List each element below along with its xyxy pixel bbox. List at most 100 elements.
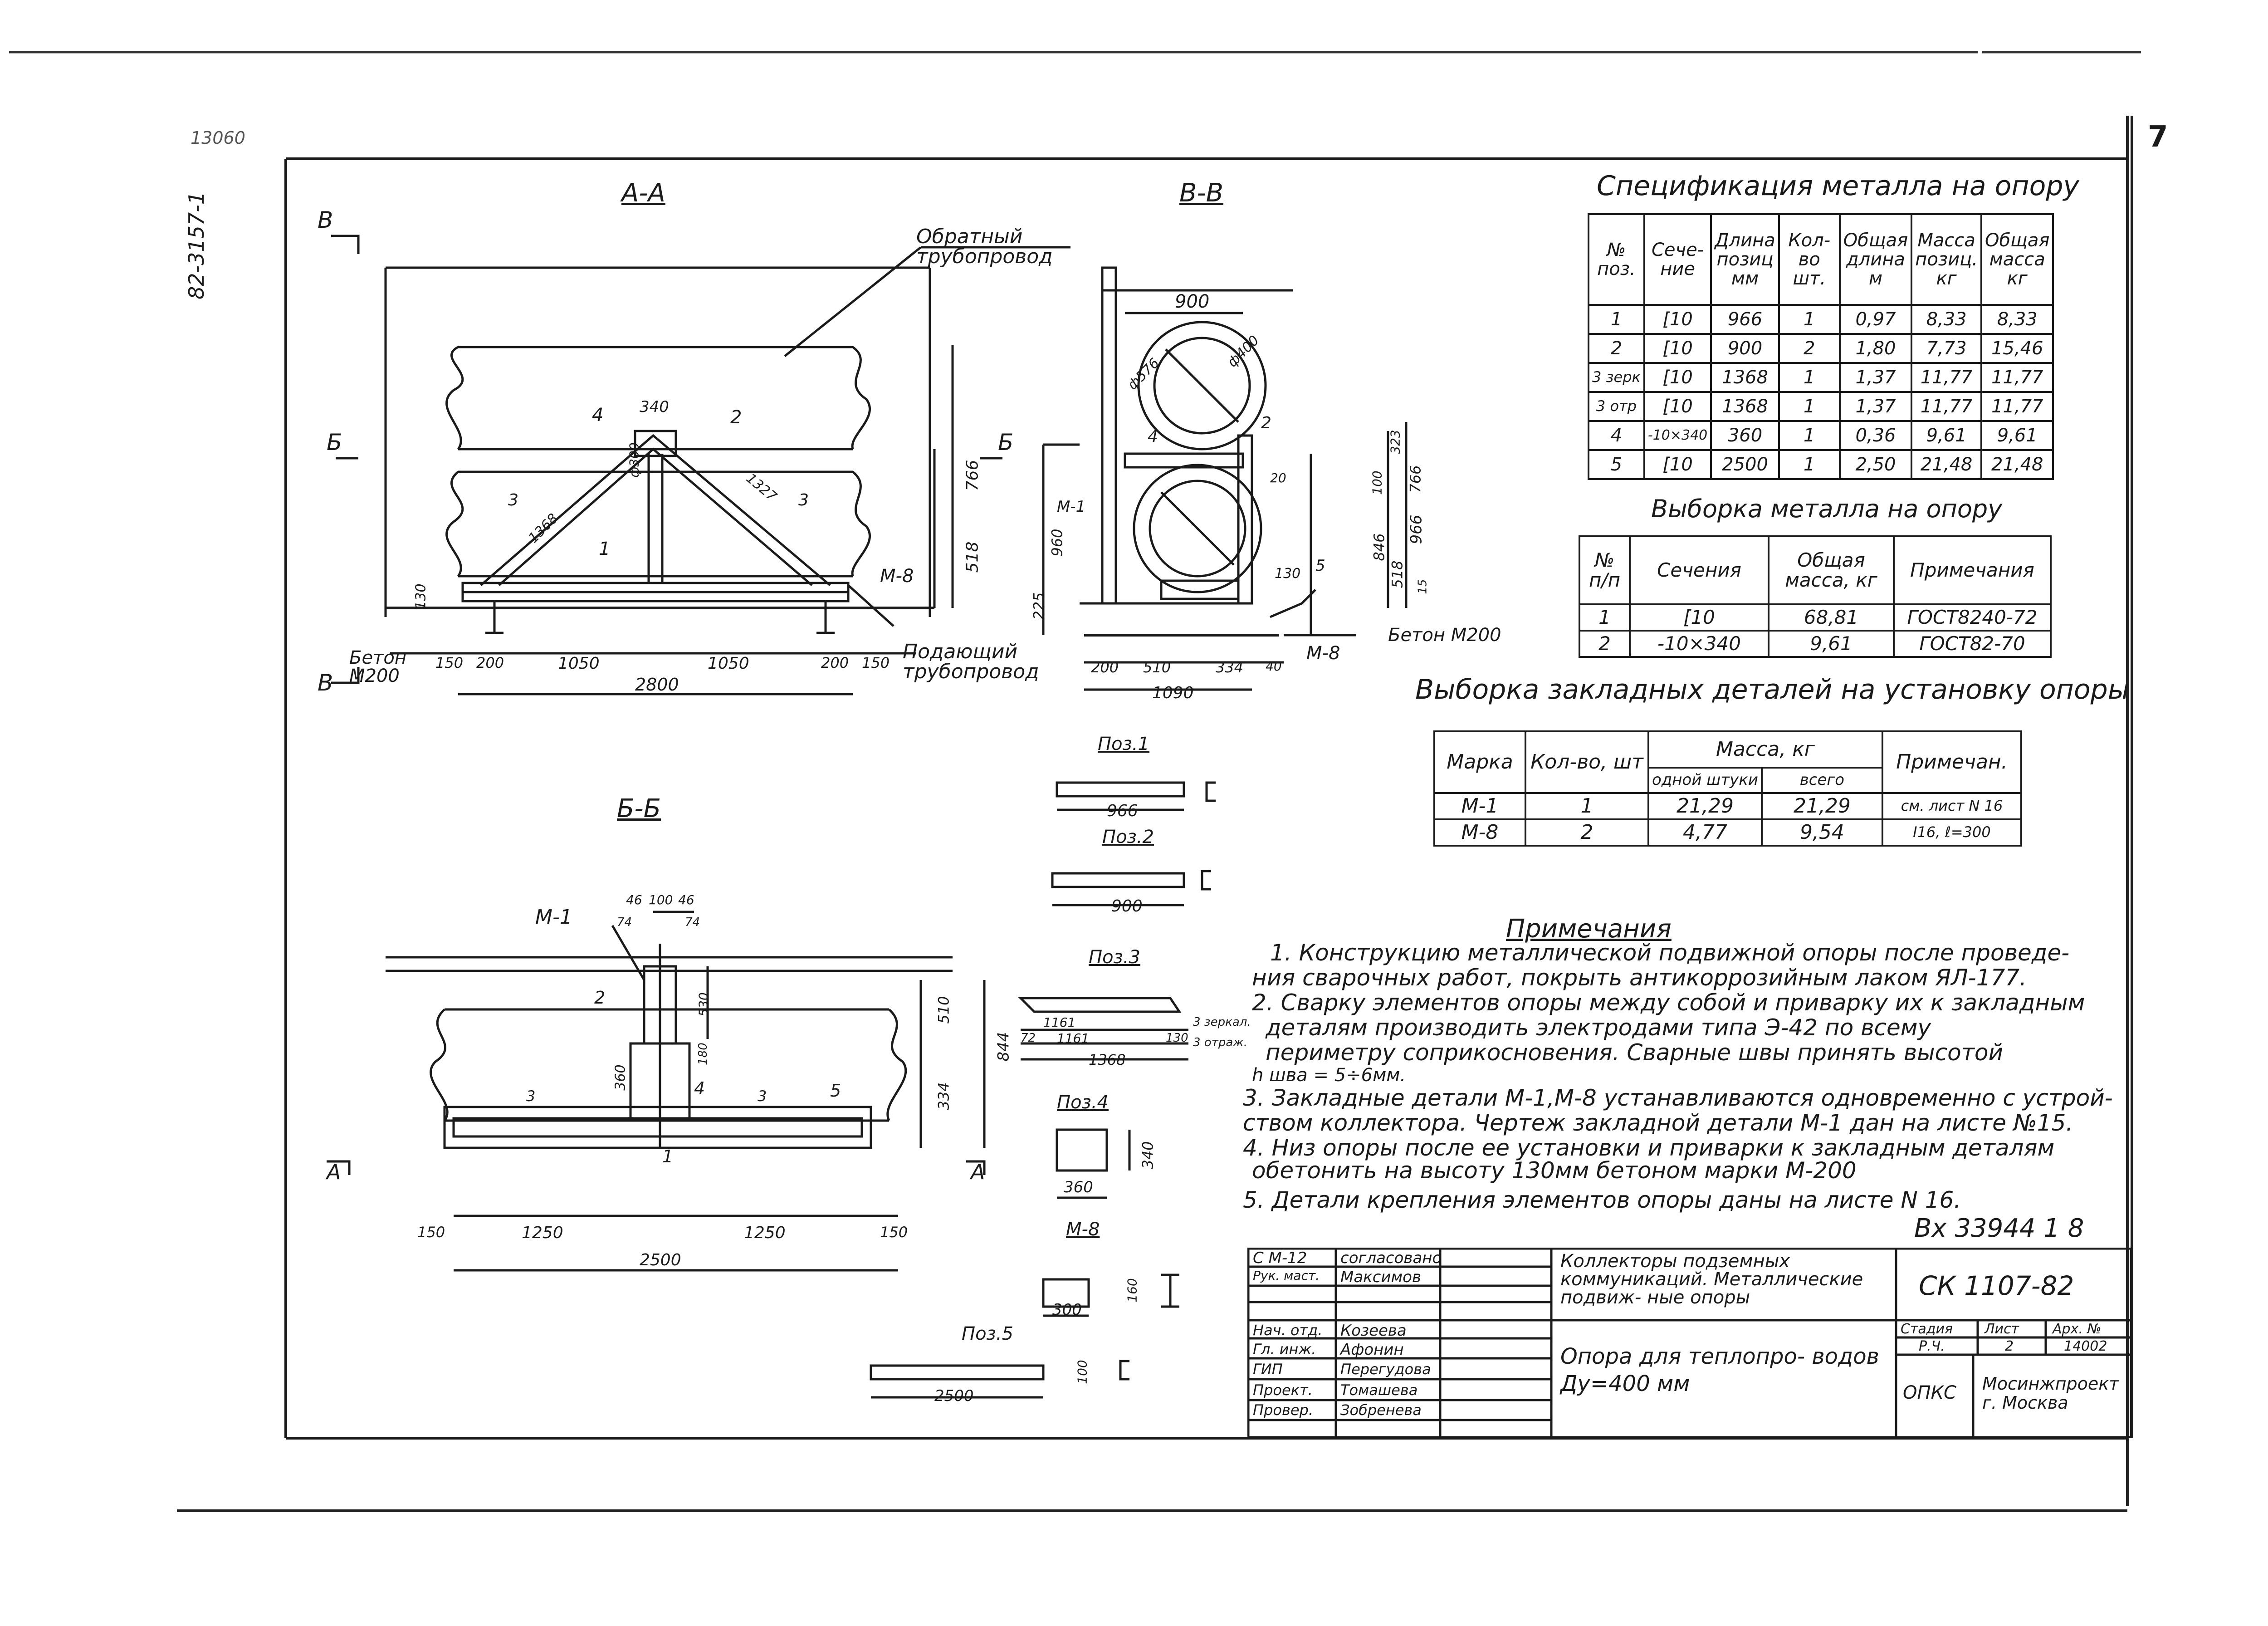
pos3t-label-aa: 3 (508, 491, 518, 509)
table-cell: 360 (1710, 420, 1780, 451)
embedded-header: Кол-во, шт (1525, 730, 1649, 794)
table-cell: 9,61 (1911, 420, 1983, 451)
dim-bb-150-left: 150 (417, 1224, 445, 1241)
view-aa-mark-v-top: В (318, 207, 333, 233)
detail-pos3-title: Поз.3 (1089, 947, 1140, 968)
detail-pos4-width: 360 (1064, 1178, 1093, 1196)
tb-org-short: ОПКС (1903, 1382, 1956, 1403)
tb-role: ГИП (1253, 1361, 1283, 1378)
concrete-label-aa: Бетон М200 (349, 647, 406, 686)
detail-pos3-dim-72: 72 (1021, 1031, 1036, 1045)
table-cell: 2500 (1710, 449, 1780, 480)
note-line: 2. Сварку элементов опоры между собой и … (1252, 989, 2085, 1016)
tb-org: Мосинжпроект г. Москва (1982, 1374, 2119, 1413)
table-cell: 68,81 (1768, 603, 1895, 632)
dim-aa-200-left: 200 (476, 654, 504, 671)
pos5-label-vv: 5 (1315, 557, 1325, 575)
spec-metal-table: № поз. Сече- ние Длина позиц мм Кол-во ш… (1588, 213, 2054, 480)
dim-vv-510: 510 (1143, 659, 1171, 676)
table-cell: 1368 (1710, 391, 1780, 422)
view-bb-mark-a-right: А (971, 1160, 985, 1184)
detail-pos1-title: Поз.1 (1098, 734, 1149, 754)
tb-name: Максимов (1340, 1268, 1421, 1286)
tb-name: Томашева (1340, 1381, 1418, 1399)
embedded-subheader: всего (1760, 767, 1883, 794)
tb-stage-header: Стадия (1901, 1321, 1953, 1337)
dim-bb-1250-left: 1250 (522, 1224, 563, 1242)
tb-stage-header: Арх. № (2053, 1321, 2102, 1337)
table-cell: 1 (1778, 304, 1841, 335)
tb-stage-value: 14002 (2064, 1338, 2107, 1354)
table-cell: М-1 (1433, 792, 1526, 820)
table-cell: 8,33 (1911, 304, 1983, 335)
table-cell: 1 (1588, 304, 1645, 335)
tb-stage-header: Лист (1984, 1321, 2019, 1337)
table-cell: см. лист N 16 (1881, 792, 2022, 820)
metal-selection-header: Сечения (1629, 535, 1769, 605)
dim-bb-74-right: 74 (685, 916, 700, 929)
table-cell: 5 (1588, 449, 1645, 480)
dim-vv-40: 40 (1266, 659, 1282, 674)
tb-role: Гл. инж. (1253, 1341, 1316, 1358)
spec-metal-title: Спецификация металла на опору (1597, 170, 2079, 202)
pos4-label-vv: 4 (1148, 427, 1158, 446)
note-line: ния сварочных работ, покрыть антикоррози… (1252, 965, 2027, 991)
table-cell: I16, ℓ=300 (1881, 818, 2022, 847)
dim-vv-20: 20 (1270, 470, 1286, 485)
pos1-label-bb: 1 (662, 1146, 674, 1166)
table-cell: 9,61 (1768, 630, 1895, 658)
table-cell: 11,77 (1980, 362, 2054, 393)
m8-label-aa: М-8 (880, 566, 914, 587)
spec-header-cell: Общая масса кг (1980, 213, 2054, 306)
detail-m8-width: 300 (1052, 1301, 1082, 1319)
table-cell: [10 (1643, 449, 1712, 480)
tb-role: Рук. маст. (1253, 1268, 1320, 1283)
tb-role: С М-12 (1253, 1249, 1307, 1267)
dim-aa-340: 340 (640, 398, 669, 416)
table-cell: 4,77 (1647, 818, 1763, 847)
embedded-parts-table: Марка Кол-во, шт Масса, кг Примечан. одн… (1433, 730, 2022, 847)
dim-vv-334: 334 (1216, 659, 1244, 676)
table-cell: ГОСТ82-70 (1893, 630, 2052, 658)
pos1-label-aa: 1 (599, 539, 611, 559)
detail-m8-height: 160 (1124, 1278, 1140, 1303)
table-cell: [10 (1643, 391, 1712, 422)
embedded-header: Масса, кг (1647, 730, 1883, 769)
metal-selection-header: № п/п (1579, 535, 1631, 605)
table-cell: 2 (1778, 333, 1841, 364)
dim-aa-1050-left: 1050 (558, 654, 600, 673)
detail-pos5-title: Поз.5 (962, 1323, 1013, 1344)
return-pipe-label: Обратный трубопровод (916, 225, 1053, 268)
embedded-header: Марка (1433, 730, 1526, 794)
table-cell: [10 (1643, 362, 1712, 393)
dim-bb-46-left: 46 (626, 892, 642, 907)
spec-header-cell: № поз. (1588, 213, 1645, 306)
top-code: 13060 (191, 128, 245, 148)
pos4-label-aa: 4 (592, 405, 604, 426)
title-block: С М-12 согласовано Рук. маст. Максимов Н… (1247, 1248, 2132, 1438)
spec-header-cell: Сече- ние (1643, 213, 1712, 306)
view-aa-title: А-А (621, 178, 665, 208)
dim-bb-74-left: 74 (617, 916, 632, 929)
detail-pos3-dim-1368: 1368 (1089, 1051, 1126, 1068)
title-block-grid (1247, 1248, 2132, 1438)
dim-vv-900: 900 (1175, 291, 1210, 312)
table-cell: 2 (1579, 630, 1631, 658)
metal-selection-header: Примечания (1893, 535, 2052, 605)
note-line: деталям производить электродами типа Э-4… (1266, 1014, 1931, 1041)
table-cell: 7,73 (1911, 333, 1983, 364)
dim-aa-150-right: 150 (862, 654, 890, 671)
table-cell: 966 (1710, 304, 1780, 335)
note-line: периметру соприкосновения. Сварные швы п… (1266, 1039, 2003, 1066)
dim-bb-1250-right: 1250 (744, 1224, 786, 1242)
view-aa-mark-v-bottom: В (318, 670, 333, 696)
tb-stage-value: Р.Ч. (1919, 1338, 1945, 1354)
table-cell: [10 (1643, 304, 1712, 335)
m1-label-bb: М-1 (535, 906, 572, 929)
